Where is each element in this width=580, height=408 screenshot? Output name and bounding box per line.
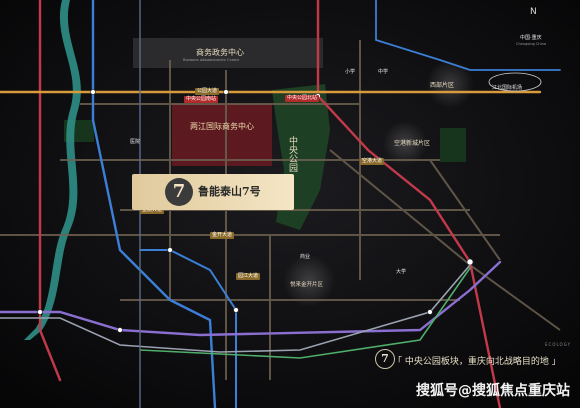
halo-yuelai (283, 255, 335, 307)
business-center-label: 商务政务中心 (196, 48, 244, 57)
xi-district-label: 西部片区 (430, 82, 455, 89)
place-label-hospital: 医院 (130, 139, 141, 145)
project-card[interactable] (132, 174, 294, 210)
metro-blue-north (375, 0, 561, 71)
cbd-label: 两江国际商务中心 (190, 122, 254, 131)
business-center-block (133, 38, 323, 68)
slogan-logo-icon: 7 (375, 349, 395, 369)
logo-text-en: Chongqing China (516, 42, 546, 46)
road-label-konggang: 空港大道 (360, 158, 385, 165)
park-east (440, 128, 466, 162)
logo-text: 中国·重庆 (520, 35, 542, 41)
place-label-university: 大学 (396, 269, 407, 275)
station-label-north: 中央公园北站 (285, 95, 320, 102)
slogan: 「 中央公园板块，重庆向北战略目的地 」 (393, 357, 561, 367)
place-label-middle-school: 中学 (378, 69, 389, 75)
business-center-en-label: Business Administrative Center (183, 58, 240, 62)
compass-icon: N (530, 7, 537, 17)
place-label-commerce: 商业 (300, 254, 311, 260)
ecology-text: ECOLOGY (545, 342, 572, 347)
place-label-school: 小学 (345, 69, 356, 75)
yuelai-label: 悦来金开片区 (290, 282, 324, 288)
metro-blue-2 (139, 249, 237, 408)
road-label-jinkai: 金开大道 (210, 232, 235, 239)
road-label-gongyuan: 公园大道 (195, 88, 220, 95)
airport-ring (488, 72, 542, 92)
konggang-label: 空港新城片区 (394, 140, 431, 147)
airport-label: 江北国际机场 (492, 85, 523, 91)
road-label-jinyu: 金渝大道 (140, 207, 165, 214)
cbd-zone (172, 104, 272, 166)
station-label-south: 中央公园南站 (184, 96, 219, 103)
river (24, 0, 81, 340)
metro-green (139, 267, 471, 359)
central-park-label: 中央公园 (287, 136, 297, 172)
metro-purple (0, 260, 502, 337)
road-label-yuanjiang: 园江大道 (236, 273, 261, 280)
halo-west (426, 60, 474, 108)
project-name: 鲁能泰山7号 (198, 185, 261, 198)
halo-konggang (383, 121, 427, 165)
metro-red-west (38, 0, 62, 382)
watermark: 搜狐号@搜狐焦点重庆站 (416, 383, 570, 399)
project-logo: 7 (165, 178, 193, 206)
